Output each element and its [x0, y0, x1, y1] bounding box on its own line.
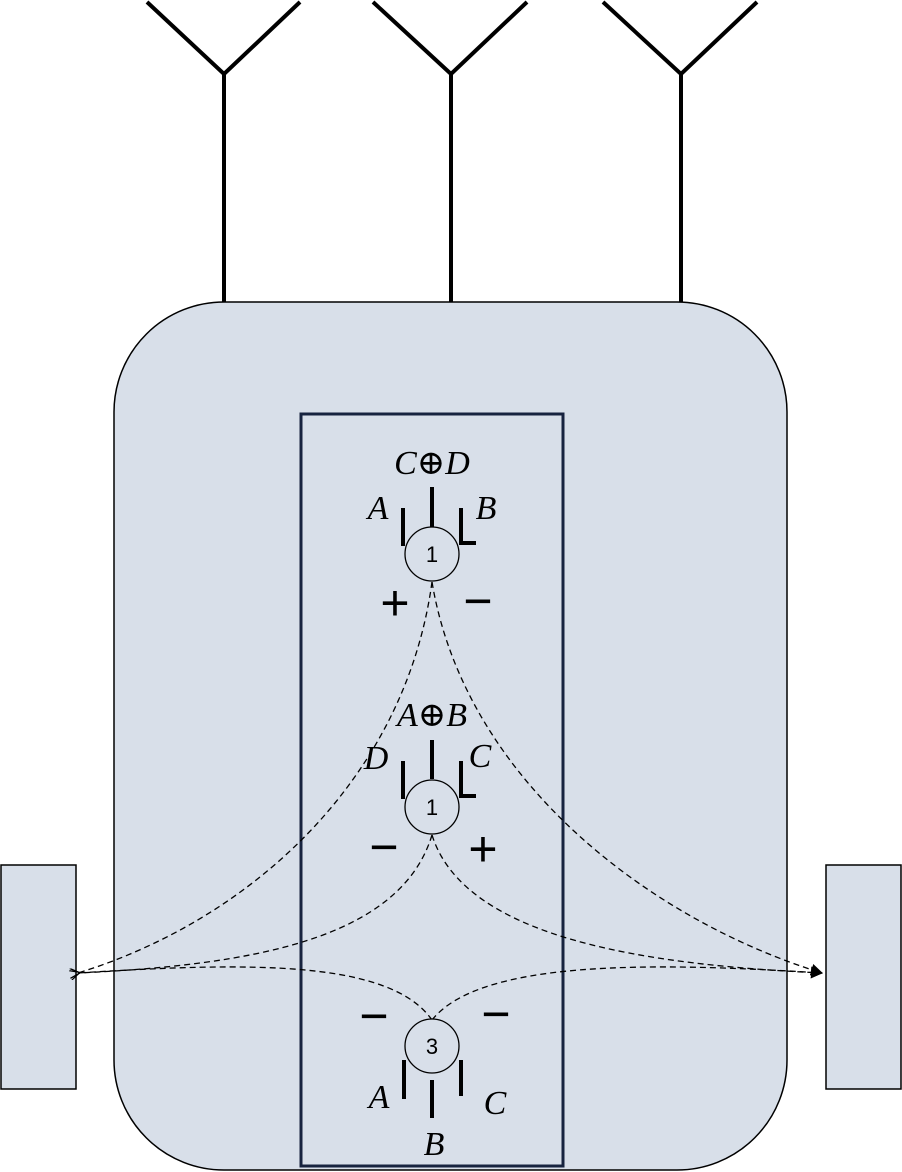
neuron-bottom-left-sign: − — [359, 988, 388, 1044]
neuron-middle-left-sign: − — [369, 819, 398, 875]
neuron-top-output-label: C⊕D — [394, 445, 470, 482]
neuron-bottom: − − 3 A C B — [359, 986, 510, 1163]
connection-top-right — [431, 581, 823, 976]
connection-mid-left — [78, 834, 433, 973]
neuron-top-number: 1 — [426, 542, 438, 567]
neural-panel — [299, 412, 565, 1168]
antenna-left-icon — [145, 0, 302, 304]
robot-body — [113, 301, 788, 1171]
connection-bottom-right — [431, 966, 823, 1021]
neuron-top-left-input-label: A — [366, 490, 389, 527]
neuron-bottom-left-input-label: A — [367, 1079, 390, 1116]
neuron-middle-output-label: A⊕B — [395, 697, 467, 734]
neuron-top-left-sign: + — [380, 575, 409, 631]
antenna-middle-icon — [371, 0, 529, 304]
neuron-middle: A⊕B D C 1 − + — [363, 697, 498, 877]
neuron-middle-icon — [404, 779, 460, 835]
connection-top-left — [78, 581, 433, 973]
neuron-bottom-icon — [404, 1018, 460, 1074]
neuron-top-icon — [404, 526, 460, 582]
neuron-top: C⊕D A B 1 + − — [366, 445, 497, 631]
neuron-bottom-number: 3 — [426, 1034, 438, 1059]
connections — [78, 581, 823, 1021]
connection-bottom-left — [78, 966, 433, 1021]
neuron-top-right-sign: − — [463, 573, 492, 629]
antenna-right-icon — [601, 0, 759, 304]
neuron-bottom-right-sign: − — [481, 986, 510, 1042]
neuron-middle-right-input-label: C — [469, 738, 492, 775]
wheel-right-icon — [825, 864, 902, 1090]
neuron-middle-left-input-label: D — [363, 740, 389, 777]
neuron-middle-number: 1 — [426, 795, 438, 820]
neuron-top-right-input-label: B — [476, 490, 497, 527]
wheel-left-icon — [0, 864, 77, 1090]
neuron-middle-right-sign: + — [468, 821, 497, 877]
neuron-bottom-bottom-input-label: B — [424, 1126, 445, 1163]
neuron-bottom-right-input-label: C — [484, 1085, 507, 1122]
